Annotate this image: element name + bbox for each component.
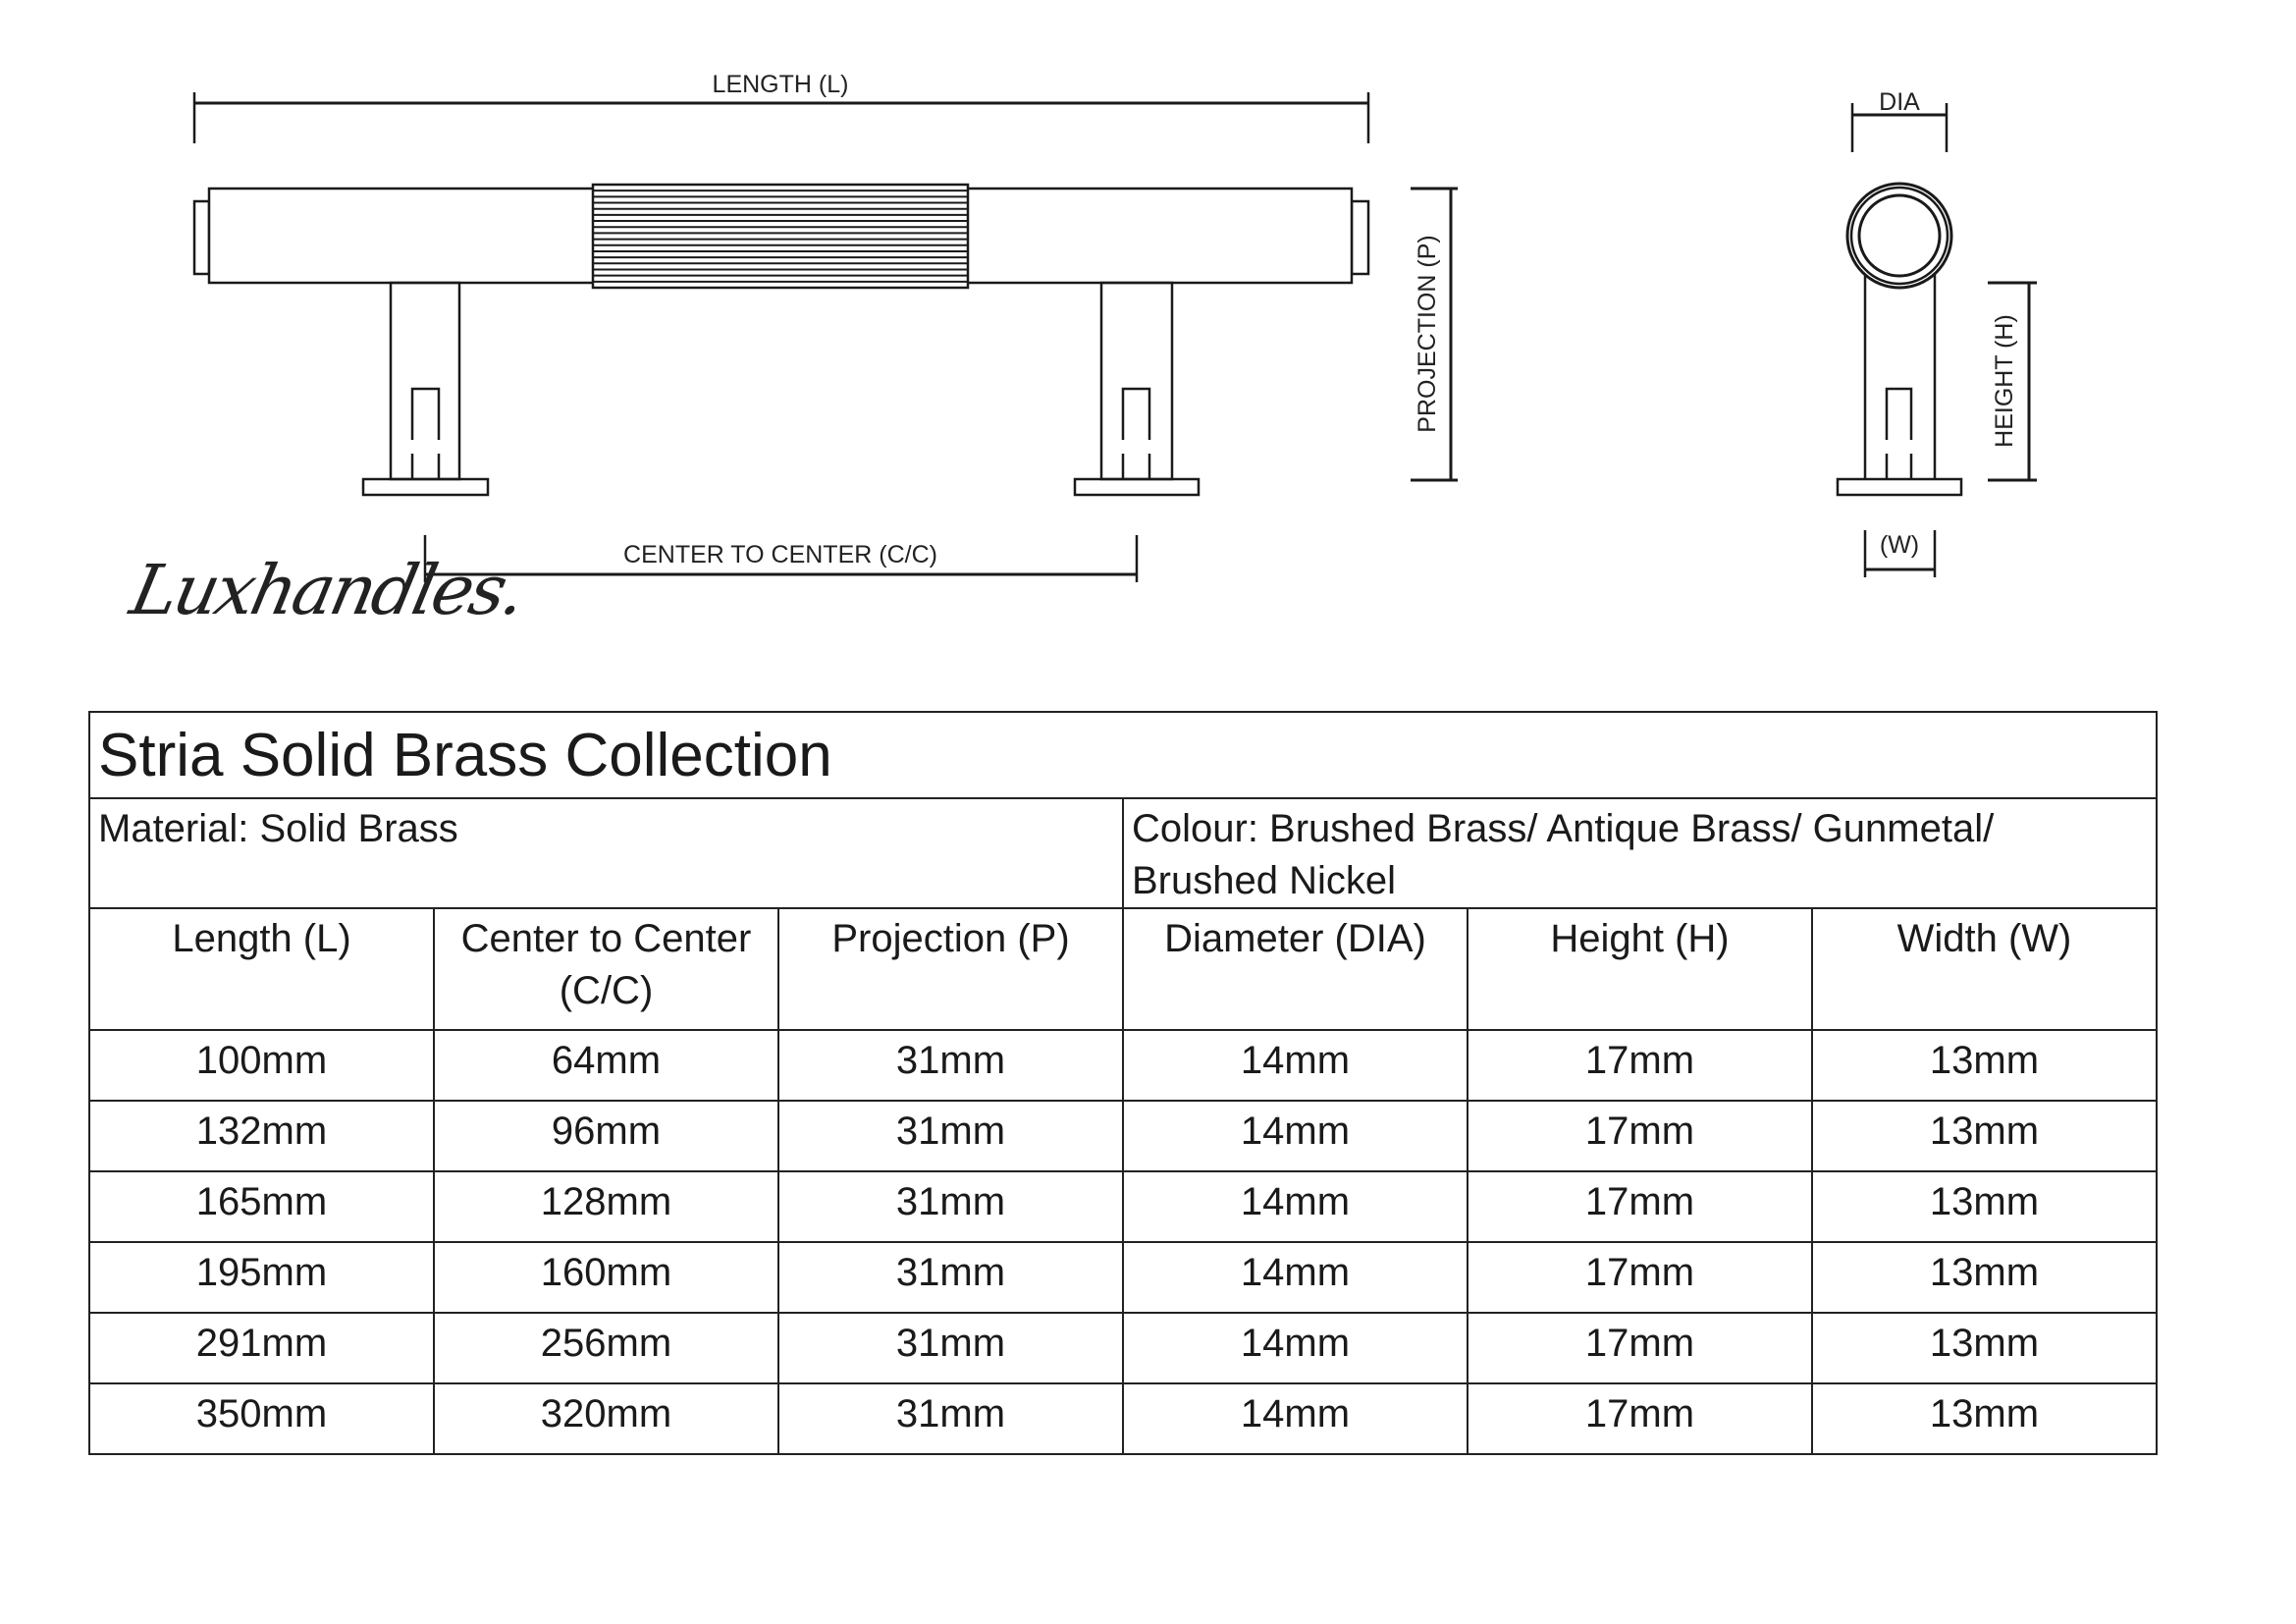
table-cell: 320mm: [433, 1382, 779, 1455]
material-cell: Material: Solid Brass: [88, 797, 1124, 909]
specification-table: Stria Solid Brass Collection Material: S…: [88, 711, 2158, 1455]
colour-line-2: Brushed Nickel: [1132, 859, 1397, 902]
table-cell: 13mm: [1811, 1100, 2158, 1172]
table-cell: 13mm: [1811, 1382, 2158, 1455]
column-header: Length (L): [88, 907, 435, 1031]
left-leg: [361, 281, 490, 497]
table-cell: 14mm: [1122, 1382, 1468, 1455]
height-label: HEIGHT (H): [1991, 314, 2018, 448]
table-cell: 31mm: [777, 1382, 1124, 1455]
table-cell: 17mm: [1467, 1170, 1813, 1243]
handle-bar: [192, 183, 1370, 290]
center-to-center-dimension: CENTER TO CENTER (C/C): [423, 535, 1139, 582]
table-cell: 350mm: [88, 1382, 435, 1455]
table-cell: 64mm: [433, 1029, 779, 1102]
table-cell: 17mm: [1467, 1241, 1813, 1314]
colour-cell: Colour: Brushed Brass/ Antique Brass/ Gu…: [1122, 797, 2158, 909]
table-cell: 195mm: [88, 1241, 435, 1314]
table-cell: 13mm: [1811, 1170, 2158, 1243]
height-dimension: HEIGHT (H): [1988, 281, 2037, 482]
column-header: Height (H): [1467, 907, 1813, 1031]
table-cell: 13mm: [1811, 1241, 2158, 1314]
length-dimension: LENGTH (L): [192, 71, 1370, 143]
technical-drawing: LENGTH (L) CENTER TO CENTER (C/C): [192, 71, 2037, 582]
diameter-label: DIA: [1879, 88, 1920, 116]
table-cell: 13mm: [1811, 1312, 2158, 1384]
table-cell: 96mm: [433, 1100, 779, 1172]
colour-line-1: Colour: Brushed Brass/ Antique Brass/ Gu…: [1132, 807, 1995, 850]
width-label: (W): [1880, 531, 1919, 559]
table-cell: 31mm: [777, 1241, 1124, 1314]
table-cell: 13mm: [1811, 1029, 2158, 1102]
header-row: Length (L)Center to Center (C/C)Projecti…: [88, 907, 2158, 1031]
collection-title: Stria Solid Brass Collection: [88, 711, 2158, 799]
side-view: DIA HEIGHT (H) (W): [1836, 88, 2037, 577]
table-cell: 14mm: [1122, 1170, 1468, 1243]
table-cell: 165mm: [88, 1170, 435, 1243]
table-cell: 256mm: [433, 1312, 779, 1384]
column-header: Width (W): [1811, 907, 2158, 1031]
column-header: Diameter (DIA): [1122, 907, 1468, 1031]
width-dimension: (W): [1863, 530, 1937, 577]
table-cell: 100mm: [88, 1029, 435, 1102]
luxhandles-logo: Luxhandles.: [124, 550, 531, 630]
projection-label: PROJECTION (P): [1414, 235, 1441, 432]
table-cell: 14mm: [1122, 1100, 1468, 1172]
column-header: Center to Center (C/C): [433, 907, 779, 1031]
projection-dimension: PROJECTION (P): [1411, 187, 1458, 482]
table-cell: 31mm: [777, 1170, 1124, 1243]
table-cell: 14mm: [1122, 1029, 1468, 1102]
table-cell: 31mm: [777, 1312, 1124, 1384]
column-header: Projection (P): [777, 907, 1124, 1031]
table-cell: 132mm: [88, 1100, 435, 1172]
table-cell: 291mm: [88, 1312, 435, 1384]
right-leg: [1073, 281, 1201, 497]
table-cell: 31mm: [777, 1029, 1124, 1102]
front-view: LENGTH (L) CENTER TO CENTER (C/C): [192, 71, 1458, 582]
table-cell: 17mm: [1467, 1029, 1813, 1102]
table-cell: 31mm: [777, 1100, 1124, 1172]
table-cell: 128mm: [433, 1170, 779, 1243]
table-cell: 14mm: [1122, 1241, 1468, 1314]
length-label: LENGTH (L): [713, 71, 849, 98]
center-to-center-label: CENTER TO CENTER (C/C): [623, 541, 937, 568]
table-cell: 14mm: [1122, 1312, 1468, 1384]
table-cell: 17mm: [1467, 1382, 1813, 1455]
diameter-dimension: DIA: [1850, 88, 1949, 152]
table-cell: 17mm: [1467, 1100, 1813, 1172]
table-cell: 160mm: [433, 1241, 779, 1314]
knurled-grip: [591, 183, 970, 290]
table-cell: 17mm: [1467, 1312, 1813, 1384]
